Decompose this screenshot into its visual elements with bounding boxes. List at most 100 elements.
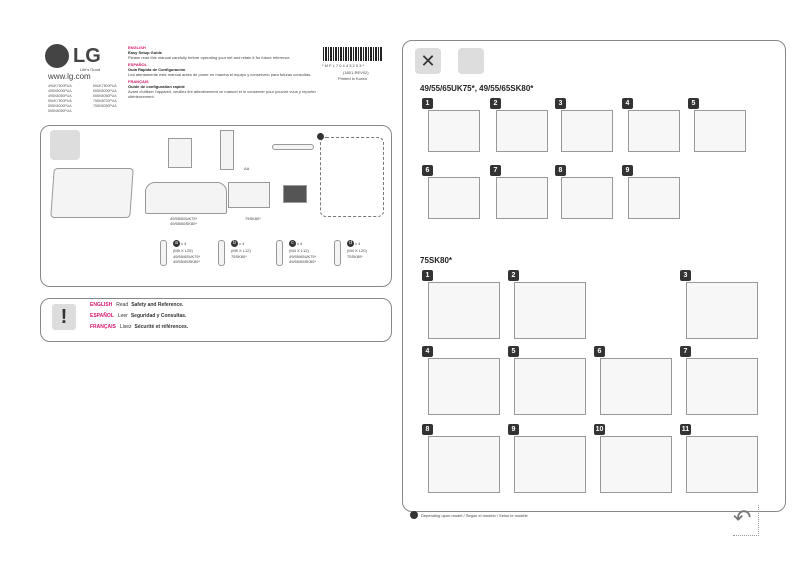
language-label: ENGLISH bbox=[128, 45, 146, 50]
step-number: 9 bbox=[622, 165, 633, 176]
step-illustration bbox=[600, 358, 672, 415]
screw-size: (M5 X L12) bbox=[231, 248, 251, 253]
step-illustration bbox=[694, 110, 746, 152]
optional-icon bbox=[317, 133, 324, 140]
optional-icon bbox=[410, 511, 418, 519]
screw-size: (M5 X L25) bbox=[173, 248, 193, 253]
screw-qty: x 4 bbox=[181, 241, 187, 246]
step-number: 1 bbox=[422, 98, 433, 109]
step-illustration bbox=[428, 436, 500, 493]
language-label: FRANÇAIS bbox=[128, 79, 149, 84]
barcode-number: * M F L 7 0 4 4 3 2 0 3 * bbox=[322, 63, 365, 68]
step-illustration bbox=[686, 436, 758, 493]
safety-doc: Sécurité et références. bbox=[134, 324, 189, 330]
box-contents-icon bbox=[50, 130, 80, 160]
guide-text: Please read this manual carefully before… bbox=[128, 55, 291, 60]
step-number: 8 bbox=[422, 424, 433, 435]
step-illustration bbox=[496, 177, 548, 219]
model-number: 65UK7500PUA bbox=[93, 84, 117, 88]
model-number: 49UK7500PUA bbox=[48, 84, 72, 88]
step-number: 4 bbox=[422, 346, 433, 357]
model-number: 49SK8050PUA bbox=[48, 94, 72, 98]
safety-box bbox=[40, 298, 392, 342]
step-illustration bbox=[686, 358, 758, 415]
step-number: 2 bbox=[490, 98, 501, 109]
printed-in: Printed in Korea bbox=[338, 76, 367, 81]
optional-parts-box bbox=[320, 137, 384, 217]
model-number: 75SK8070PUA bbox=[93, 99, 117, 103]
section-2-title: 75SK80* bbox=[420, 256, 453, 265]
step-number: 3 bbox=[555, 98, 566, 109]
language-label: ESPAÑOL bbox=[90, 313, 114, 319]
model-number: 49SK8000PUA bbox=[48, 89, 72, 93]
step-number: 5 bbox=[688, 98, 699, 109]
battery-label: AA bbox=[244, 166, 250, 171]
language-label: FRANÇAIS bbox=[90, 324, 116, 330]
step-illustration bbox=[561, 177, 613, 219]
step-illustration bbox=[514, 436, 586, 493]
step-number: 9 bbox=[508, 424, 519, 435]
guide-title: Guide de configuration rapide bbox=[128, 84, 185, 89]
stand-2-label: 75SK80* bbox=[245, 216, 261, 221]
screw-models: 75SK80* bbox=[231, 254, 247, 259]
screw-size: (M4 X L12) bbox=[289, 248, 309, 253]
model-number: 65SK8000PUA bbox=[93, 89, 117, 93]
stand-illustration-1 bbox=[145, 182, 227, 214]
step-number: 7 bbox=[490, 165, 501, 176]
screw-letter: a bbox=[173, 240, 180, 247]
guide-text: Lea atentamente este manual antes de pon… bbox=[128, 72, 312, 77]
stand-arm-illustration bbox=[272, 144, 314, 150]
step-illustration bbox=[428, 110, 480, 152]
lg-logo bbox=[45, 44, 69, 68]
step-number: 2 bbox=[508, 270, 519, 281]
screw-qty: x 4 bbox=[355, 241, 361, 246]
step-illustration bbox=[428, 358, 500, 415]
screw-qty: x 4 bbox=[297, 241, 303, 246]
model-number: 75SK8050PUA bbox=[93, 104, 117, 108]
website: www.lg.com bbox=[48, 72, 91, 81]
lg-wordmark: LG bbox=[73, 45, 101, 67]
model-number: 55UK7500PUA bbox=[48, 99, 72, 103]
step-number: 4 bbox=[622, 98, 633, 109]
safety-verb: Leer bbox=[117, 313, 128, 319]
stand-illustration-2 bbox=[228, 182, 270, 208]
language-label: ESPAÑOL bbox=[128, 62, 148, 67]
step-illustration bbox=[496, 110, 548, 152]
stand-1-label: 49/55/65UK75* 49/55/65SK80* bbox=[170, 216, 198, 226]
screw-letter: c bbox=[289, 240, 296, 247]
cable-holder-illustration bbox=[283, 185, 307, 203]
model-number: 65SK8050PUA bbox=[93, 94, 117, 98]
screw-models: 49/55/65UK75* 49/55/65SK80* bbox=[289, 254, 317, 264]
step-number: 3 bbox=[680, 270, 691, 281]
safety-verb: Lisez bbox=[119, 324, 132, 330]
model-number: 55SK8050PUA bbox=[48, 109, 72, 113]
language-label: ENGLISH bbox=[90, 302, 113, 308]
assembly-panel bbox=[402, 40, 786, 512]
step-number: 10 bbox=[594, 424, 605, 435]
step-illustration bbox=[514, 358, 586, 415]
tagline: Life's Good bbox=[80, 67, 101, 72]
tv-illustration bbox=[50, 168, 134, 218]
screw-icon bbox=[160, 240, 167, 266]
screw-icon bbox=[334, 240, 341, 266]
step-illustration bbox=[561, 110, 613, 152]
safety-doc: Safety and Reference. bbox=[131, 302, 184, 308]
model-number: 55SK8000PUA bbox=[48, 104, 72, 108]
remote-illustration bbox=[220, 130, 234, 170]
footnote: Depending upon model / Según el modelo /… bbox=[421, 513, 528, 518]
step-number: 11 bbox=[680, 424, 691, 435]
parts-box bbox=[40, 125, 392, 287]
step-illustration bbox=[628, 110, 680, 152]
step-illustration bbox=[514, 282, 586, 339]
step-number: 6 bbox=[594, 346, 605, 357]
guide-text: Avant d'utiliser l'appareil, veuillez li… bbox=[128, 89, 316, 99]
step-number: 7 bbox=[680, 346, 691, 357]
screw-letter: b bbox=[231, 240, 238, 247]
step-illustration bbox=[428, 282, 500, 339]
barcode bbox=[323, 47, 383, 61]
